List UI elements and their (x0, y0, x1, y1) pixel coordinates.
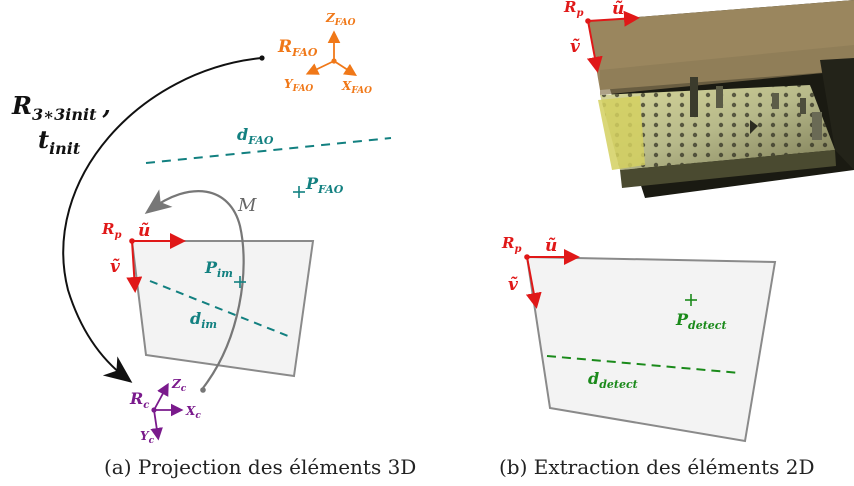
photo-image-frame: Rp ũ ṽ (563, 0, 640, 73)
right-frame-u-label: ũ (545, 236, 557, 256)
p-im-label: Pim (204, 258, 233, 280)
d-im-label: dim (190, 309, 217, 331)
p-fao-label: PFAO (305, 174, 344, 196)
m-projection-arrow (144, 189, 245, 389)
p-detect-marker (685, 294, 697, 306)
right-frame-v-label: ṽ (508, 275, 519, 295)
left-frame-v-label: ṽ (110, 257, 121, 277)
fao-frame-label: RFAO (277, 37, 318, 59)
camera-frame-label: Rc (129, 389, 149, 411)
left-panel: R3∗3init, tinit RFAO ZFAO YFAO XFAO (11, 11, 416, 479)
p-im-marker (234, 276, 246, 288)
workbench-photo (588, 0, 854, 198)
camera-x-axis-label: Xc (185, 404, 201, 421)
fao-y-axis-label: YFAO (284, 77, 313, 94)
fao-x-axis-label: XFAO (341, 79, 372, 96)
m-label: M (237, 195, 257, 216)
camera-frame: Rc Zc Xc Yc (129, 377, 201, 446)
right-caption: (b) Extraction des éléments 2D (499, 455, 815, 479)
m-arrow-origin (200, 387, 206, 393)
photo-frame-rp-label: Rp (563, 0, 583, 19)
transform-label-line1: R3∗3init, (11, 91, 111, 124)
left-frame-rp-label: Rp (101, 220, 121, 241)
right-image-frame: Rp ũ ṽ (501, 234, 580, 309)
image-plane-left (130, 240, 315, 378)
photo-frame-u-label: ũ (612, 0, 624, 19)
transform-arrow (62, 57, 263, 383)
image-plane-right (525, 255, 777, 443)
p-detect-label: Pdetect (675, 310, 727, 332)
transform-label-line2: tinit (38, 125, 81, 158)
left-caption: (a) Projection des éléments 3D (104, 455, 416, 479)
d-detect-line (546, 355, 741, 374)
left-image-frame: Rp ũ ṽ (101, 220, 186, 293)
fao-frame: RFAO ZFAO YFAO XFAO (277, 11, 372, 96)
d-fao-label: dFAO (237, 125, 274, 147)
camera-y-axis-label: Yc (140, 429, 155, 446)
right-frame-rp-label: Rp (501, 234, 521, 255)
transform-arrow-origin (259, 55, 265, 61)
p-fao-marker (293, 186, 305, 198)
left-frame-u-label: ũ (138, 221, 150, 241)
d-detect-label: ddetect (588, 369, 638, 391)
fao-z-axis-label: ZFAO (325, 11, 356, 28)
right-panel: Rp ũ ṽ Rp ũ ṽ Pdetect ddetect (499, 0, 854, 479)
camera-z-axis-label: Zc (171, 377, 187, 394)
d-im-line (149, 280, 289, 337)
photo-frame-v-label: ṽ (570, 37, 581, 57)
